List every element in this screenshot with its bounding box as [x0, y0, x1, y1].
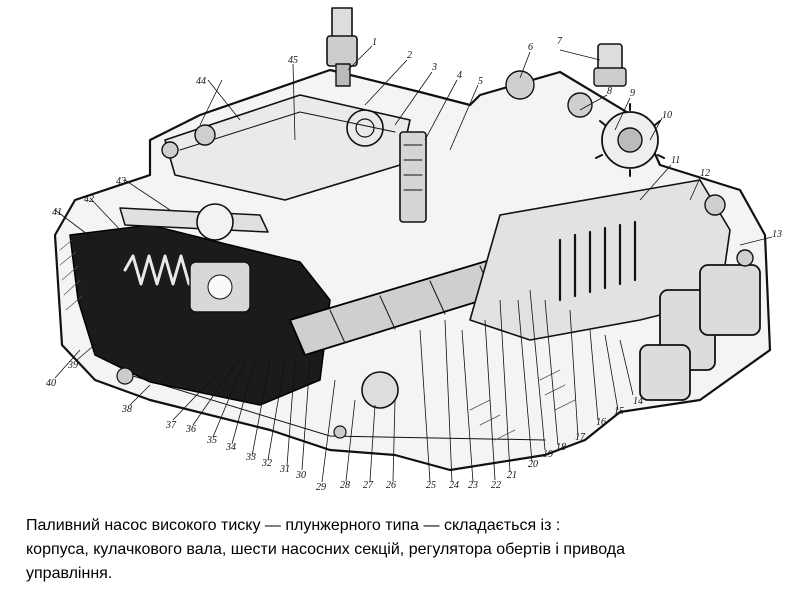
callout-10: 10 — [662, 110, 672, 121]
callout-42: 42 — [84, 194, 94, 205]
callout-36: 36 — [185, 424, 196, 435]
caption-line-2: корпуса, кулачкового вала, шести насосни… — [26, 541, 626, 558]
callout-43: 43 — [116, 176, 126, 187]
regulator-cavity — [69, 224, 331, 406]
control-rod — [399, 131, 427, 223]
caption-line-3: управління. — [26, 565, 113, 582]
fuel-pump-cutaway-drawing: 1 2 3 4 5 6 7 8 9 10 11 12 13 14 15 16 1… — [46, 7, 782, 493]
vent-fitting — [593, 43, 627, 87]
callout-11: 11 — [671, 155, 680, 166]
callout-17: 17 — [575, 432, 586, 443]
callout-38: 38 — [121, 404, 132, 415]
callout-12: 12 — [700, 168, 710, 179]
callout-5: 5 — [478, 76, 483, 87]
callout-29: 29 — [316, 482, 326, 493]
callout-16: 16 — [596, 417, 606, 428]
callout-31: 31 — [279, 464, 290, 475]
callout-15: 15 — [614, 406, 624, 417]
callout-1: 1 — [372, 37, 377, 48]
callout-37: 37 — [165, 420, 177, 431]
callout-32: 32 — [261, 458, 272, 469]
callout-30: 30 — [295, 470, 306, 481]
callout-23: 23 — [468, 480, 478, 491]
callout-45: 45 — [288, 55, 298, 66]
callout-18: 18 — [556, 442, 566, 453]
callout-22: 22 — [491, 480, 501, 491]
callout-24: 24 — [449, 480, 459, 491]
gear-wheel — [595, 103, 665, 177]
callout-39: 39 — [67, 360, 78, 371]
callout-44: 44 — [196, 76, 206, 87]
callout-28: 28 — [340, 480, 350, 491]
callout-19: 19 — [543, 449, 553, 460]
caption-line-1: Паливний насос високого тиску — плунжерн… — [26, 517, 561, 534]
callout-9: 9 — [630, 88, 635, 99]
callout-3: 3 — [431, 62, 437, 73]
callout-27: 27 — [363, 480, 374, 491]
cover-bolts — [161, 70, 754, 267]
callout-2: 2 — [407, 50, 412, 61]
fuel-fitting — [326, 7, 358, 87]
callout-13: 13 — [772, 229, 782, 240]
callout-8: 8 — [607, 86, 612, 97]
callout-4: 4 — [457, 70, 462, 81]
callout-25: 25 — [426, 480, 436, 491]
callout-41: 41 — [52, 207, 62, 218]
callout-14: 14 — [633, 396, 643, 407]
callout-26: 26 — [386, 480, 396, 491]
drive-coupling — [639, 264, 761, 401]
regulator-spring — [123, 254, 191, 286]
callout-40: 40 — [46, 378, 56, 389]
pump-illustration: 1 2 3 4 5 6 7 8 9 10 11 12 13 14 15 16 1… — [46, 7, 782, 493]
callout-6: 6 — [528, 42, 533, 53]
callout-33: 33 — [245, 452, 256, 463]
callout-34: 34 — [225, 442, 236, 453]
base-plate — [94, 379, 621, 471]
callout-7: 7 — [557, 36, 563, 47]
caption: Паливний насос високого тиску — плунжерн… — [26, 514, 786, 586]
callout-21: 21 — [507, 470, 517, 481]
callout-35: 35 — [206, 435, 217, 446]
callout-20: 20 — [528, 459, 538, 470]
